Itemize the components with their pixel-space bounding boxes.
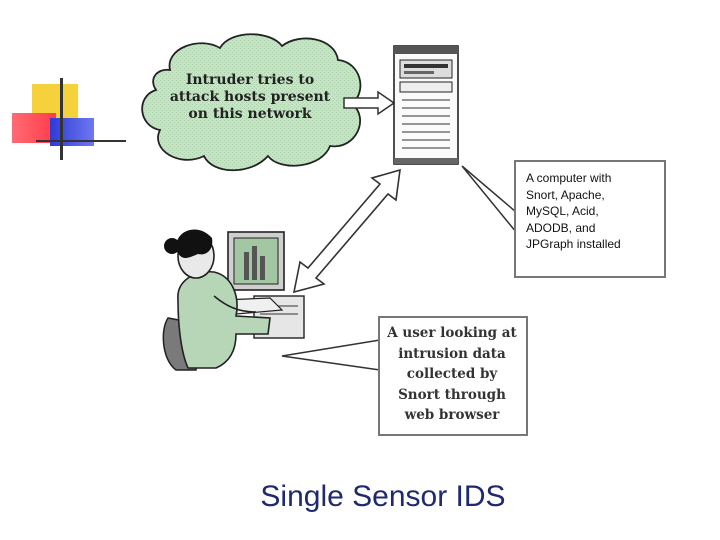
deco-horizontal-line: [36, 140, 126, 142]
user-callout-tail: [281, 339, 381, 371]
user-callout-label: A user looking at intrusion data collect…: [387, 325, 517, 423]
slide-title: Single Sensor IDS: [260, 480, 506, 513]
cloud-label: Intruder tries to attack hosts present o…: [169, 72, 331, 122]
deco-vertical-line: [60, 78, 63, 160]
deco-red-square: [12, 113, 56, 143]
cloud-shape: [141, 33, 362, 172]
computer-callout-label: A computer with Snort, Apache, MySQL, Ac…: [526, 171, 621, 251]
computer-callout-box: [514, 160, 666, 278]
user-callout-box: [378, 316, 528, 436]
double-headed-arrow: [292, 168, 401, 294]
arrow-cloud-to-server: [343, 90, 396, 116]
server-icon: [393, 45, 459, 165]
user-at-workstation-icon: [162, 229, 305, 371]
computer-callout-tail: [461, 165, 517, 235]
